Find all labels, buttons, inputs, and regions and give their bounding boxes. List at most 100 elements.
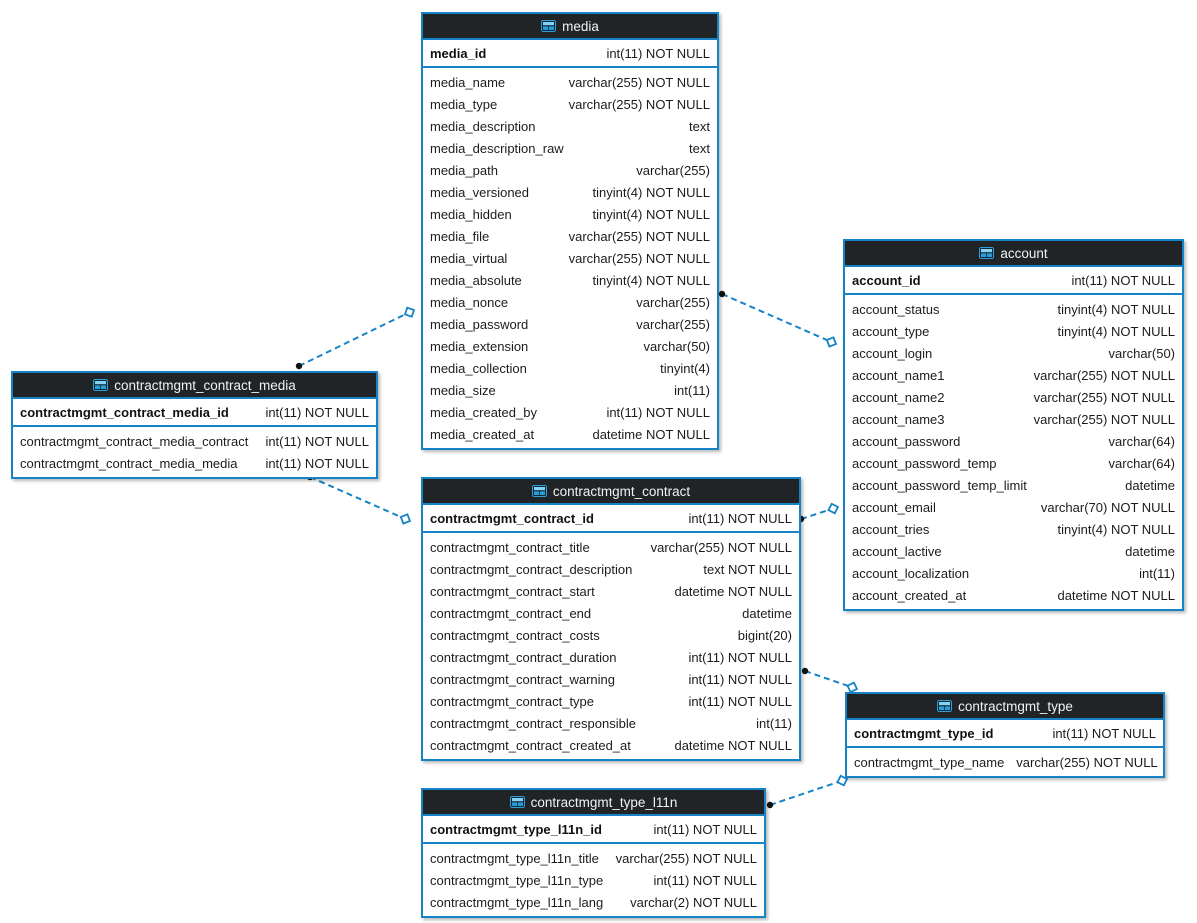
- relationship-contract_media-to-contract[interactable]: [306, 473, 412, 525]
- field-type: varchar(255) NOT NULL: [1033, 411, 1175, 427]
- field-type: text: [689, 118, 710, 134]
- primary-key-row[interactable]: account_id int(11) NOT NULL: [845, 267, 1182, 295]
- primary-key-name: contractmgmt_contract_id: [430, 510, 594, 526]
- relationship-contract-to-account[interactable]: [797, 502, 840, 523]
- table-header[interactable]: contractmgmt_contract_media: [13, 373, 376, 399]
- primary-key-name: media_id: [430, 45, 487, 61]
- primary-key-row[interactable]: contractmgmt_contract_media_id int(11) N…: [13, 399, 376, 427]
- relationship-contract-to-type[interactable]: [801, 667, 859, 694]
- field-row-media_description[interactable]: media_description text: [423, 115, 717, 137]
- primary-key-row[interactable]: contractmgmt_contract_id int(11) NOT NUL…: [423, 505, 799, 533]
- field-name: contractmgmt_contract_created_at: [430, 737, 631, 753]
- field-name: contractmgmt_contract_responsible: [430, 715, 636, 731]
- table-header[interactable]: media: [423, 14, 717, 40]
- field-name: media_type: [430, 96, 498, 112]
- table-grid-icon: [979, 247, 995, 259]
- table-title: account: [1000, 245, 1048, 261]
- field-type: tinyint(4) NOT NULL: [592, 272, 710, 288]
- primary-key-name: contractmgmt_contract_media_id: [20, 404, 229, 420]
- primary-key-row[interactable]: contractmgmt_type_l11n_id int(11) NOT NU…: [423, 816, 764, 844]
- field-name: account_password: [852, 433, 961, 449]
- field-type: varchar(255): [636, 316, 710, 332]
- primary-key-type: int(11) NOT NULL: [1071, 272, 1175, 288]
- relationship-type_l11n-to-type[interactable]: [766, 774, 849, 809]
- field-name: contractmgmt_type_l11n_title: [430, 850, 599, 866]
- table-account[interactable]: account account_id int(11) NOT NULL acco…: [843, 239, 1184, 611]
- table-media[interactable]: media media_id int(11) NOT NULL media_na…: [421, 12, 719, 450]
- table-title: contractmgmt_contract: [552, 483, 691, 499]
- table-contractmgmt_type[interactable]: contractmgmt_type contractmgmt_type_id i…: [845, 692, 1165, 778]
- field-name: account_password_temp: [852, 455, 997, 471]
- field-row-media_type[interactable]: media_type varchar(255) NOT NULL: [423, 93, 717, 115]
- field-type: varchar(255) NOT NULL: [568, 96, 710, 112]
- field-name: account_type: [852, 323, 930, 339]
- table-contractmgmt_type_l11n[interactable]: contractmgmt_type_l11n contractmgmt_type…: [421, 788, 766, 918]
- table-grid-icon: [509, 796, 525, 808]
- table-header[interactable]: contractmgmt_contract: [423, 479, 799, 505]
- field-type: varchar(255) NOT NULL: [568, 250, 710, 266]
- field-name: account_name2: [852, 389, 945, 405]
- field-type: varchar(255) NOT NULL: [650, 539, 792, 555]
- field-name: contractmgmt_contract_costs: [430, 627, 600, 643]
- field-type: tinyint(4) NOT NULL: [592, 206, 710, 222]
- field-name: account_login: [852, 345, 933, 361]
- primary-key-row[interactable]: contractmgmt_type_id int(11) NOT NULL: [847, 720, 1163, 748]
- relationship-media-to-account[interactable]: [718, 290, 838, 348]
- table-header[interactable]: contractmgmt_type: [847, 694, 1163, 720]
- relationship-contract_media-to-media[interactable]: [295, 306, 416, 370]
- table-header[interactable]: contractmgmt_type_l11n: [423, 790, 764, 816]
- table-contractmgmt_contract_media[interactable]: contractmgmt_contract_media contractmgmt…: [11, 371, 378, 479]
- field-name: media_description: [430, 118, 536, 134]
- table-header[interactable]: account: [845, 241, 1182, 267]
- field-type: datetime: [1125, 477, 1175, 493]
- table-contractmgmt_contract[interactable]: contractmgmt_contract contractmgmt_contr…: [421, 477, 801, 761]
- primary-key-row[interactable]: media_id int(11) NOT NULL: [423, 40, 717, 68]
